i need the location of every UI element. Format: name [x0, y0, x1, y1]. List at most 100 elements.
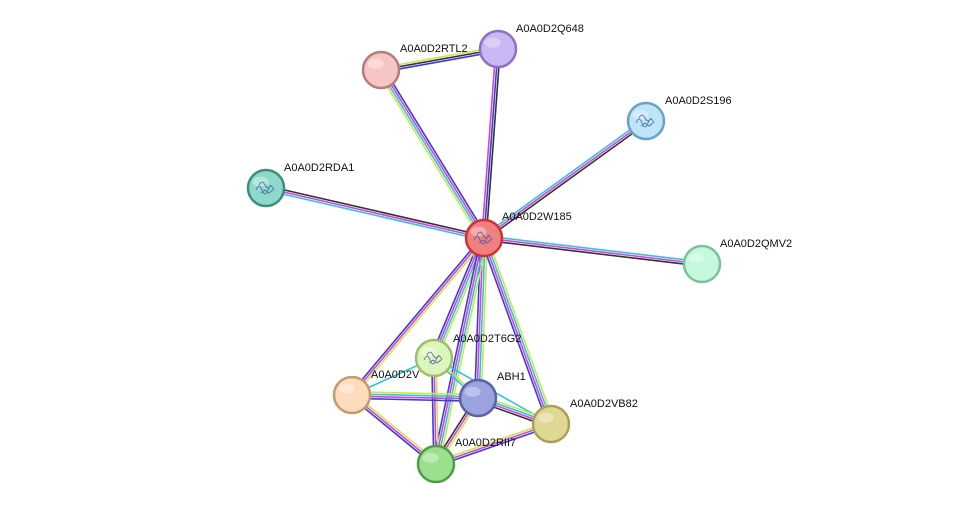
- edge-a0a0d2rtl2-a0a0d2q648[interactable]: [380, 46, 499, 73]
- edge-a0a0d2w185-a0a0d2qmv2[interactable]: [483, 235, 703, 267]
- node-a0a0d2rtl2[interactable]: A0A0D2RTL2: [361, 43, 468, 90]
- edge-evidence-line: [480, 238, 549, 426]
- edge-evidence-line: [485, 49, 501, 239]
- edge-a0a0d2w185-a0a0d2rtl2[interactable]: [377, 67, 488, 241]
- node-label: A0A0D2V: [371, 369, 420, 381]
- node-label: ABH1: [497, 371, 526, 383]
- node-label: A0A0D2RII7: [455, 437, 516, 449]
- protein-structure-icon: [635, 114, 655, 128]
- node-highlight: [484, 37, 501, 48]
- node-a0a0d2rda1[interactable]: A0A0D2RDA1: [246, 162, 354, 208]
- node-highlight: [422, 452, 439, 463]
- edge-evidence-line: [482, 118, 646, 237]
- node-highlight: [688, 252, 705, 263]
- edge-evidence-line: [379, 70, 484, 239]
- nodes-layer: A0A0D2W185 A0A0D2RTL2 A0A0D2Q648A0A0D2S196…: [246, 23, 792, 484]
- edge-a0a0d2v-abh1[interactable]: [351, 390, 479, 403]
- edge-evidence-line: [435, 423, 552, 465]
- node-a0a0d2v[interactable]: A0A0D2V: [332, 369, 420, 415]
- edge-evidence-line: [481, 48, 497, 238]
- node-highlight: [470, 226, 487, 237]
- node-a0a0d2rii7[interactable]: A0A0D2RII7: [416, 437, 516, 484]
- protein-structure-icon: [473, 231, 493, 245]
- node-label: A0A0D2Q648: [516, 23, 584, 35]
- edge-evidence-line: [484, 235, 703, 263]
- edge-evidence-line: [483, 237, 703, 265]
- edge-evidence-line: [482, 238, 551, 425]
- node-circle[interactable]: [478, 29, 518, 69]
- protein-structure-icon: [255, 181, 275, 195]
- edge-a0a0d2w185-a0a0d2v[interactable]: [349, 236, 487, 397]
- edge-evidence-line: [432, 237, 484, 358]
- edge-evidence-line: [435, 421, 551, 463]
- edge-evidence-line: [434, 237, 484, 464]
- node-circle[interactable]: [458, 378, 498, 418]
- edge-a0a0d2w185-a0a0d2rii7[interactable]: [431, 237, 489, 465]
- edge-evidence-line: [480, 238, 489, 399]
- edge-evidence-line: [486, 236, 555, 424]
- edge-evidence-line: [483, 239, 702, 267]
- edge-a0a0d2w185-a0a0d2s196[interactable]: [482, 118, 648, 241]
- node-highlight: [252, 176, 269, 187]
- node-label: A0A0D2VB82: [570, 398, 638, 410]
- node-circle[interactable]: [682, 244, 722, 284]
- node-highlight: [338, 383, 355, 394]
- edge-evidence-line: [436, 425, 552, 467]
- node-abh1[interactable]: ABH1: [458, 371, 526, 418]
- node-a0a0d2q648[interactable]: A0A0D2Q648: [478, 23, 584, 69]
- node-label: A0A0D2RTL2: [400, 43, 468, 55]
- node-label: A0A0D2S196: [665, 95, 732, 107]
- node-label: A0A0D2RDA1: [284, 162, 354, 174]
- node-label: A0A0D2QMV2: [720, 238, 792, 250]
- edge-a0a0d2w185-a0a0d2rda1[interactable]: [265, 185, 485, 241]
- edge-evidence-line: [478, 238, 486, 399]
- node-circle[interactable]: [414, 338, 454, 378]
- edge-evidence-line: [265, 189, 484, 241]
- edge-evidence-line: [353, 238, 487, 397]
- edge-evidence-line: [436, 238, 486, 465]
- node-a0a0d2qmv2[interactable]: A0A0D2QMV2: [682, 238, 792, 284]
- node-circle[interactable]: [531, 404, 571, 444]
- edge-evidence-line: [352, 390, 479, 396]
- node-a0a0d2t6g2[interactable]: A0A0D2T6G2: [414, 333, 521, 378]
- node-highlight: [464, 386, 481, 397]
- node-a0a0d2vb82[interactable]: A0A0D2VB82: [531, 398, 638, 444]
- edge-evidence-line: [352, 393, 479, 398]
- node-circle[interactable]: [332, 375, 372, 415]
- edge-evidence-line: [483, 48, 499, 239]
- edge-evidence-line: [438, 238, 489, 465]
- node-circle[interactable]: [416, 444, 456, 484]
- edge-evidence-line: [266, 185, 485, 237]
- edge-evidence-line: [351, 397, 478, 403]
- edge-evidence-line: [380, 48, 499, 71]
- edge-evidence-line: [484, 122, 648, 241]
- edge-evidence-line: [380, 46, 498, 69]
- node-circle[interactable]: [361, 50, 401, 90]
- node-label: A0A0D2T6G2: [453, 333, 521, 345]
- edge-a0a0d2w185-a0a0d2vb82[interactable]: [480, 236, 555, 426]
- edge-evidence-line: [484, 237, 553, 424]
- node-highlight: [632, 109, 649, 120]
- node-a0a0d2w185[interactable]: A0A0D2W185: [464, 211, 572, 258]
- edge-evidence-line: [381, 50, 499, 73]
- edge-evidence-line: [381, 69, 486, 238]
- node-a0a0d2s196[interactable]: A0A0D2S196: [626, 95, 732, 141]
- edge-evidence-line: [351, 237, 485, 396]
- edge-a0a0d2rii7-a0a0d2vb82[interactable]: [435, 421, 552, 467]
- edge-evidence-line: [483, 120, 647, 239]
- node-highlight: [367, 58, 384, 69]
- edge-evidence-line: [349, 236, 483, 395]
- edge-evidence-line: [430, 236, 482, 358]
- edge-evidence-line: [383, 67, 488, 237]
- node-circle[interactable]: [464, 218, 504, 258]
- edge-a0a0d2w185-a0a0d2q648[interactable]: [481, 48, 501, 239]
- node-highlight: [537, 412, 554, 423]
- edge-evidence-line: [265, 187, 485, 239]
- node-circle[interactable]: [246, 168, 286, 208]
- edge-evidence-line: [351, 395, 478, 400]
- node-circle[interactable]: [626, 101, 666, 141]
- node-highlight: [420, 346, 437, 357]
- edge-evidence-line: [431, 237, 482, 464]
- edge-a0a0d2w185-abh1[interactable]: [473, 237, 489, 399]
